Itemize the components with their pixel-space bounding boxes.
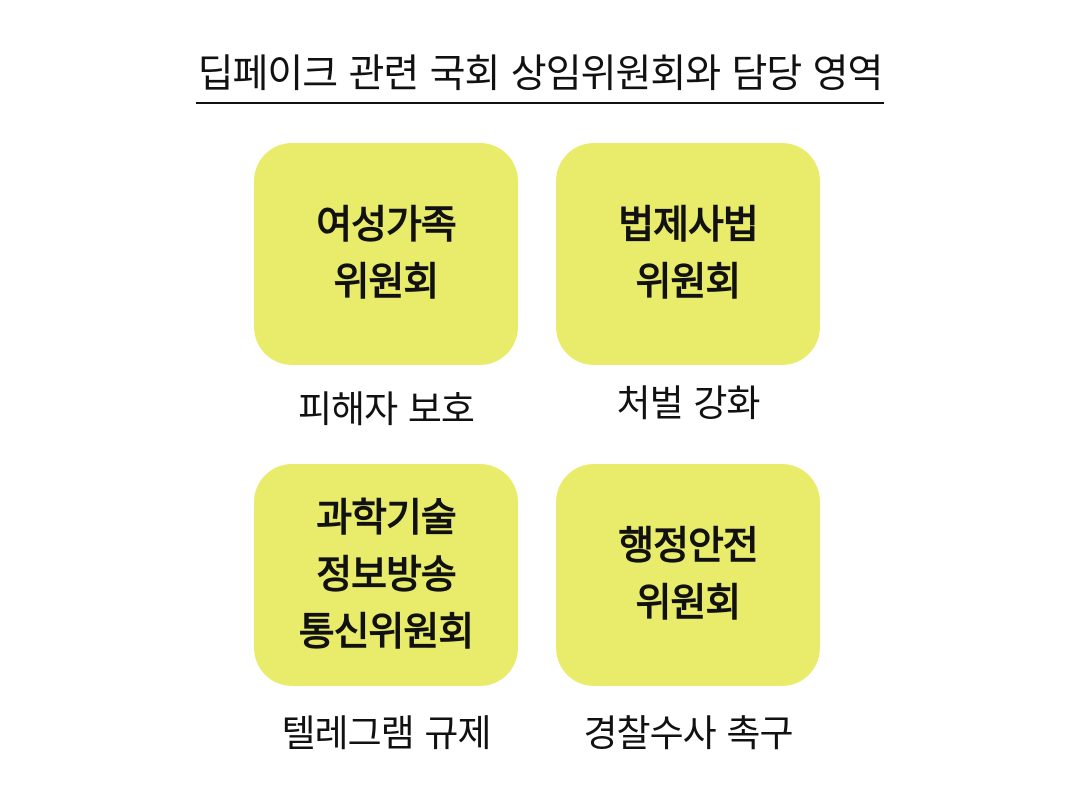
committee-card-legislation-judiciary: 법제사법 위원회 [556, 143, 820, 365]
committee-role-legislation-judiciary: 처벌 강화 [616, 382, 761, 425]
committee-name-line: 위원회 [333, 260, 440, 305]
committee-role-public-administration-security: 경찰수사 촉구 [583, 712, 793, 755]
committee-card-science-ict: 과학기술 정보방송 통신위원회 [254, 464, 518, 686]
committee-role-women-family: 피해자 보호 [298, 388, 475, 431]
committee-name: 여성가족 위원회 [316, 197, 457, 311]
committee-name: 과학기술 정보방송 통신위원회 [298, 490, 474, 661]
committee-name-line: 위원회 [635, 581, 742, 626]
committee-name-line: 정보방송 [316, 552, 457, 598]
committee-card-women-family: 여성가족 위원회 [254, 143, 518, 365]
committee-name: 행정안전 위원회 [618, 518, 759, 632]
committee-name-line: 법제사법 [618, 203, 759, 248]
committee-name-line: 통신위원회 [298, 609, 474, 655]
committee-name-line: 과학기술 [316, 495, 457, 541]
diagram-title: 딥페이크 관련 국회 상임위원회와 담당 영역 [0, 50, 1080, 104]
committee-name-line: 여성가족 [316, 203, 457, 248]
committee-name-line: 행정안전 [618, 524, 759, 569]
diagram-title-text: 딥페이크 관련 국회 상임위원회와 담당 영역 [195, 50, 885, 104]
committee-name-line: 위원회 [635, 260, 742, 305]
committee-role-science-ict: 텔레그램 규제 [281, 712, 491, 755]
committee-card-public-administration-security: 행정안전 위원회 [556, 464, 820, 686]
committee-name: 법제사법 위원회 [618, 197, 759, 311]
